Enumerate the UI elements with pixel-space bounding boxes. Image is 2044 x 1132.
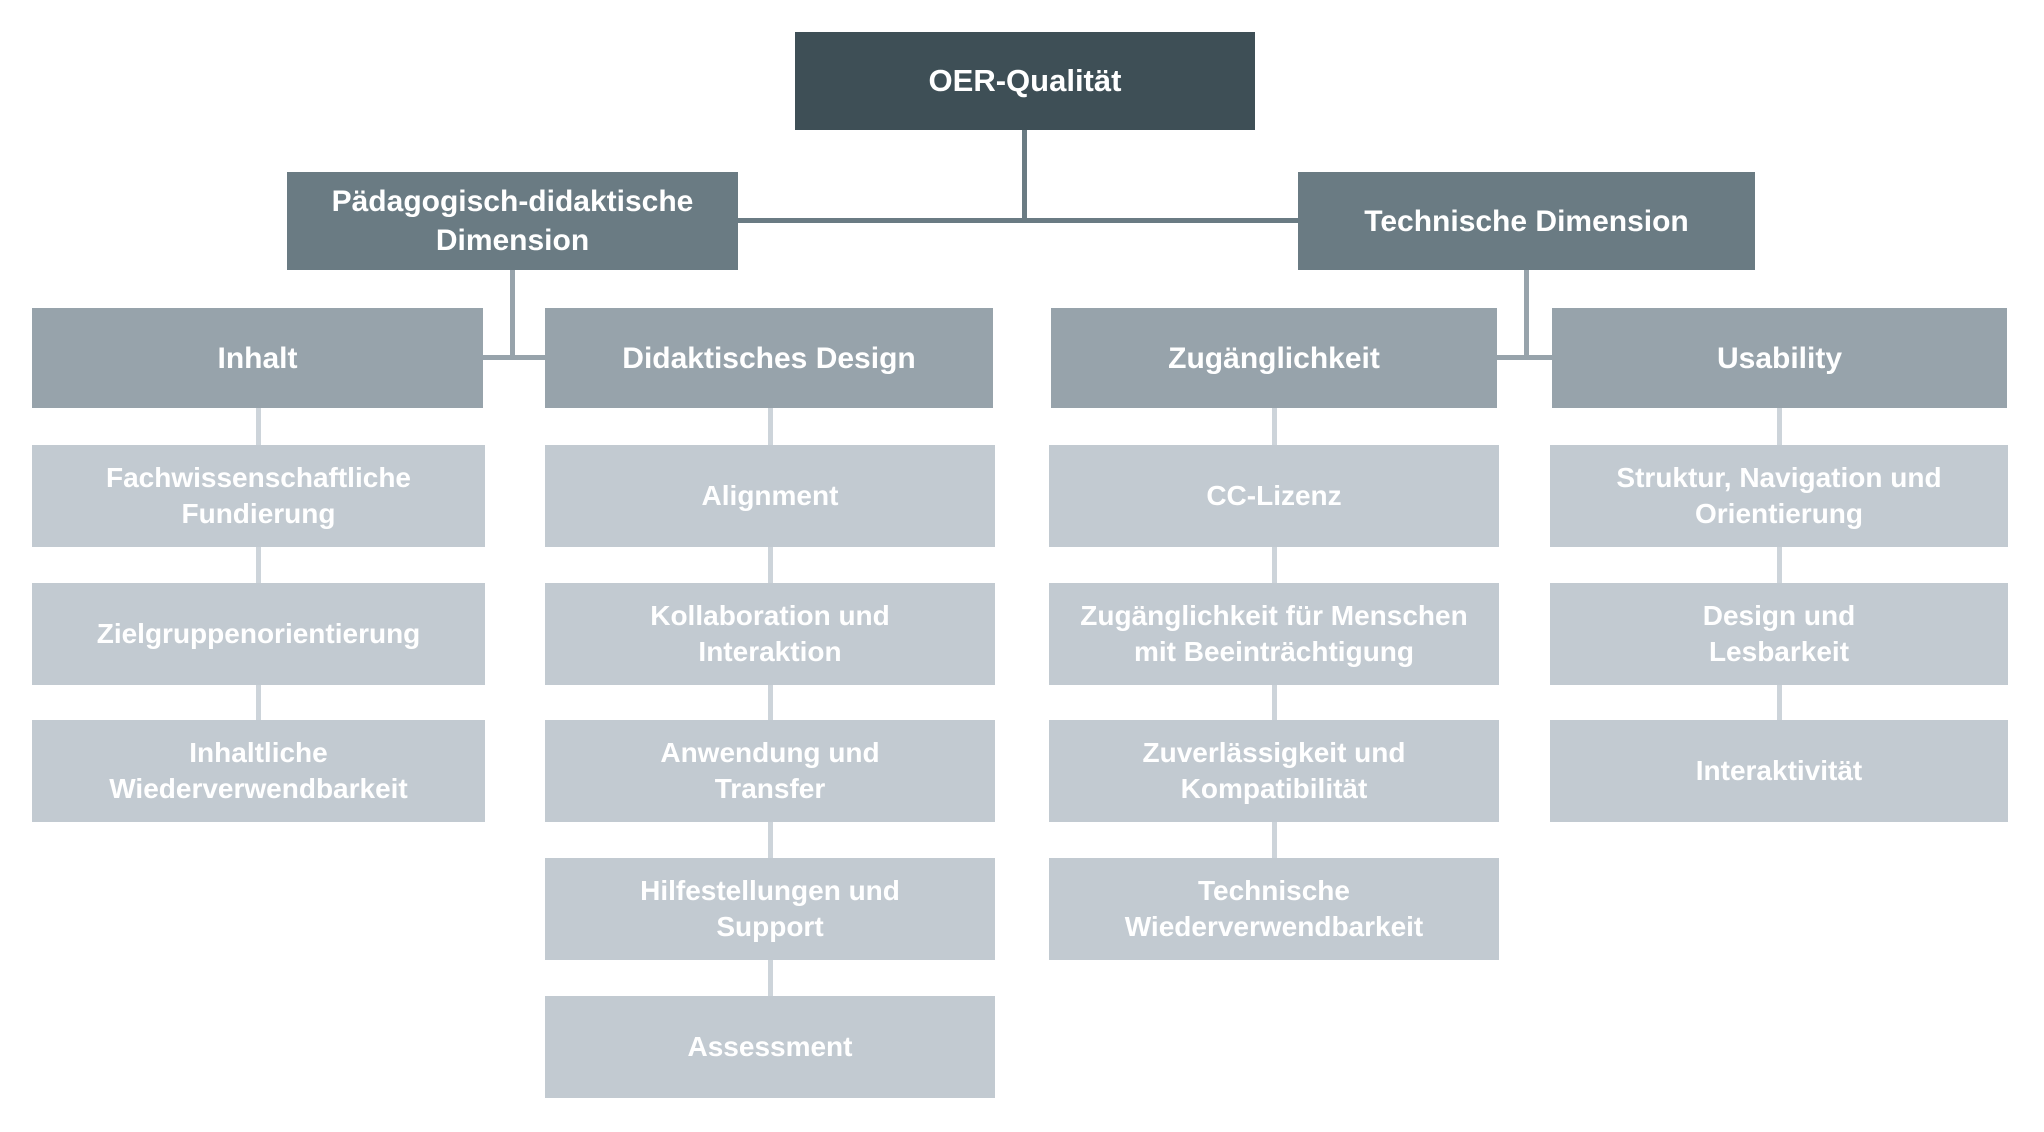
node-usability: Usability	[1552, 308, 2007, 408]
connector-didaktik-5	[768, 960, 773, 996]
connector-usability-3	[1777, 685, 1782, 720]
connector-zugang-4	[1272, 822, 1277, 858]
connector-zugang-2	[1272, 547, 1277, 583]
node-technische-wiederverwendbarkeit: Technische Wiederverwendbarkeit	[1049, 858, 1499, 960]
connector-zugang-3	[1272, 685, 1277, 720]
node-struktur-navigation-orientierung: Struktur, Navigation und Orientierung	[1550, 445, 2008, 547]
node-paedagogisch-didaktische-dimension: Pädagogisch-didaktische Dimension	[287, 172, 738, 270]
connector-usability-1	[1777, 408, 1782, 445]
node-oer-qualitaet: OER-Qualität	[795, 32, 1255, 130]
node-fachwissenschaftliche-fundierung: Fachwissenschaftliche Fundierung	[32, 445, 485, 547]
connector-zugang-1	[1272, 408, 1277, 445]
connector-inhalt-2	[256, 547, 261, 583]
node-zugaenglichkeit-beeintraechtigung: Zugänglichkeit für Menschen mit Beeinträ…	[1049, 583, 1499, 685]
connector-root-horizontal	[738, 218, 1298, 223]
node-inhalt: Inhalt	[32, 308, 483, 408]
connector-paedagogisch-horizontal	[483, 355, 545, 360]
node-interaktivitaet: Interaktivität	[1550, 720, 2008, 822]
connector-didaktik-2	[768, 547, 773, 583]
connector-didaktik-3	[768, 685, 773, 720]
node-zugaenglichkeit: Zugänglichkeit	[1051, 308, 1497, 408]
node-cc-lizenz: CC-Lizenz	[1049, 445, 1499, 547]
connector-didaktik-4	[768, 822, 773, 858]
node-anwendung-und-transfer: Anwendung und Transfer	[545, 720, 995, 822]
node-kollaboration-und-interaktion: Kollaboration und Interaktion	[545, 583, 995, 685]
node-assessment: Assessment	[545, 996, 995, 1098]
connector-usability-2	[1777, 547, 1782, 583]
node-inhaltliche-wiederverwendbarkeit: Inhaltliche Wiederverwendbarkeit	[32, 720, 485, 822]
node-alignment: Alignment	[545, 445, 995, 547]
connector-technisch-vertical	[1524, 270, 1529, 360]
connector-didaktik-1	[768, 408, 773, 445]
connector-technisch-horizontal	[1497, 355, 1552, 360]
connector-inhalt-1	[256, 408, 261, 445]
node-zuverlaessigkeit-und-kompatibilitaet: Zuverlässigkeit und Kompatibilität	[1049, 720, 1499, 822]
connector-root-vertical	[1022, 130, 1027, 223]
node-technische-dimension: Technische Dimension	[1298, 172, 1755, 270]
connector-inhalt-3	[256, 685, 261, 720]
node-didaktisches-design: Didaktisches Design	[545, 308, 993, 408]
node-design-und-lesbarkeit: Design und Lesbarkeit	[1550, 583, 2008, 685]
connector-paedagogisch-vertical	[510, 270, 515, 360]
node-zielgruppenorientierung: Zielgruppenorientierung	[32, 583, 485, 685]
node-hilfestellungen-und-support: Hilfestellungen und Support	[545, 858, 995, 960]
